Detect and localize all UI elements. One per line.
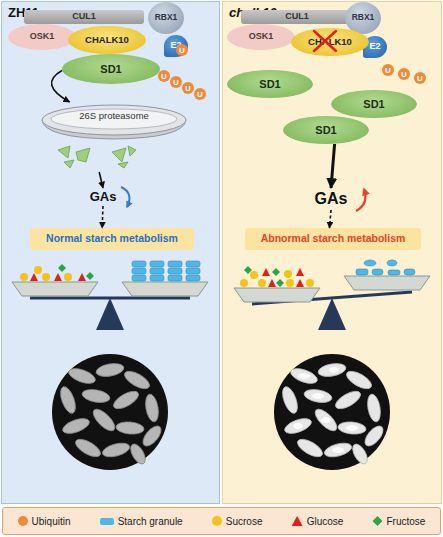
ubiquitin-tag: U	[398, 68, 410, 80]
protein-ellipse: OSK1	[227, 24, 295, 50]
legend-item: Sucrose	[212, 516, 263, 527]
legend-item: Glucose	[292, 516, 344, 527]
hormone-label: GAs	[86, 188, 120, 206]
node-label: OSK1	[249, 32, 274, 42]
panel: ZH11CUL1RBX1E2OSK1CHALK10SD126S proteaso…	[1, 1, 220, 504]
protein-bar: CUL1	[24, 10, 144, 24]
node-label: RBX1	[155, 13, 178, 22]
legend-text: Ubiquitin	[32, 516, 71, 527]
node-label: CUL1	[285, 12, 309, 22]
protein-bar: CUL1	[241, 10, 353, 24]
ubiquitin-tag: U	[382, 64, 394, 76]
ubiquitin-tag: U	[182, 82, 194, 94]
node-label: Normal starch metabolism	[46, 233, 178, 245]
ubiquitin-tag: U	[414, 72, 426, 84]
process-box: Abnormal starch metabolism	[245, 228, 421, 250]
protein-ellipse: SD1	[227, 70, 313, 98]
legend-text: Glucose	[307, 516, 344, 527]
protein-ellipse: SD1	[283, 116, 369, 144]
protein-ellipse: CHALK10	[291, 28, 369, 56]
node-label: E2	[369, 42, 380, 52]
ubiquitin-tag: U	[194, 88, 206, 100]
node-label: Abnormal starch metabolism	[261, 233, 406, 245]
node-label: GAs	[90, 190, 117, 204]
ubiquitin-tag: U	[176, 44, 188, 56]
legend-item: Fructose	[372, 516, 425, 527]
legend-swatch	[212, 516, 222, 526]
flow-arrow	[329, 210, 331, 228]
node-label: SD1	[100, 63, 121, 75]
protein-ellipse: SD1	[62, 54, 160, 84]
ubiquitin-tag: U	[170, 76, 182, 88]
node-label: SD1	[259, 78, 280, 90]
legend-item: Starch granule	[100, 516, 183, 527]
legend-text: Sucrose	[226, 516, 263, 527]
flow-arrow	[101, 206, 103, 228]
hormone-label: GAs	[309, 188, 353, 210]
legend-box: Ubiquitin Starch granule Sucrose Glucose Fru…	[2, 507, 441, 535]
process-box: Normal starch metabolism	[30, 228, 194, 250]
protein-ellipse: CHALK10	[68, 26, 146, 54]
dish-inner	[51, 109, 177, 129]
node-label: 26S proteasome	[79, 111, 149, 121]
legend-swatch	[292, 516, 303, 526]
node-label: GAs	[315, 190, 348, 208]
dish-rim	[42, 105, 186, 135]
node-label: RBX1	[352, 13, 375, 22]
node-label: CHALK10	[85, 35, 129, 45]
node-label: CUL1	[72, 12, 96, 22]
flow-arrow	[331, 144, 335, 188]
node-label: SD1	[315, 124, 336, 136]
legend-item: Ubiquitin	[18, 516, 71, 527]
ubiquitin-tag: U	[158, 70, 170, 82]
legend-text: Fructose	[386, 516, 425, 527]
flow-arrow	[52, 71, 70, 103]
node-label: OSK1	[30, 32, 55, 42]
flow-arrow	[99, 172, 103, 188]
proteasome-dish: 26S proteasome	[40, 102, 188, 172]
node-label: CHALK10	[308, 37, 352, 47]
legend-text: Starch granule	[118, 516, 183, 527]
legend-swatch	[100, 518, 114, 525]
legend-swatch	[18, 516, 28, 526]
protein-circle: RBX1	[148, 2, 184, 34]
node-label: SD1	[363, 98, 384, 110]
protein-ellipse: SD1	[331, 90, 417, 118]
dish-outline	[40, 102, 188, 142]
legend-swatch	[372, 516, 382, 526]
protein-ellipse: OSK1	[8, 24, 76, 50]
